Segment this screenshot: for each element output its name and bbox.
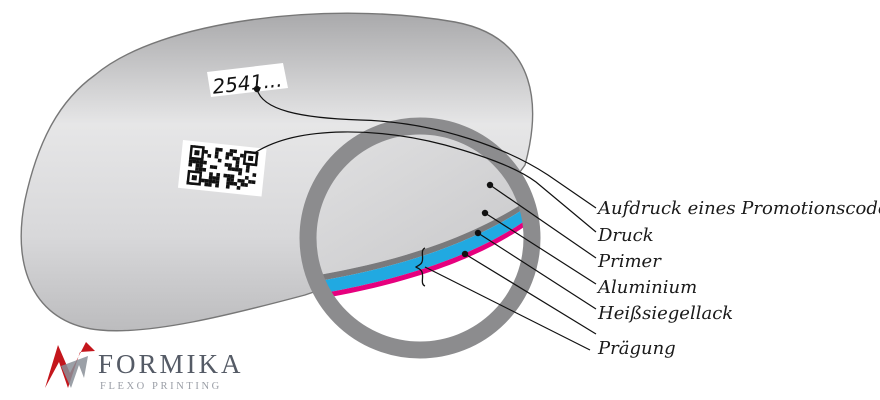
leader-lines <box>255 88 597 351</box>
logo-tagline: FLEXO PRINTING <box>100 381 222 392</box>
leader-qr <box>255 131 597 233</box>
magnifier <box>299 117 541 359</box>
label-praegung: Prägung <box>597 338 676 359</box>
label-heisssiegellack: Heißsiegellack <box>597 303 733 324</box>
formika-logo: FORMIKA FLEXO PRINTING <box>45 342 244 392</box>
label-druck: Druck <box>597 225 654 246</box>
promo-code-label: 2541... <box>207 63 288 99</box>
label-aluminium: Aluminium <box>596 277 697 298</box>
logo-name: FORMIKA <box>98 349 244 379</box>
label-promotionscode: Aufdruck eines Promotionscodes <box>596 198 880 219</box>
qr-code <box>177 140 267 197</box>
leader-dots <box>253 85 494 258</box>
leader-promo <box>256 88 597 209</box>
formika-mark-icon <box>45 342 95 388</box>
layer-brace <box>415 247 426 287</box>
label-primer: Primer <box>597 251 662 272</box>
